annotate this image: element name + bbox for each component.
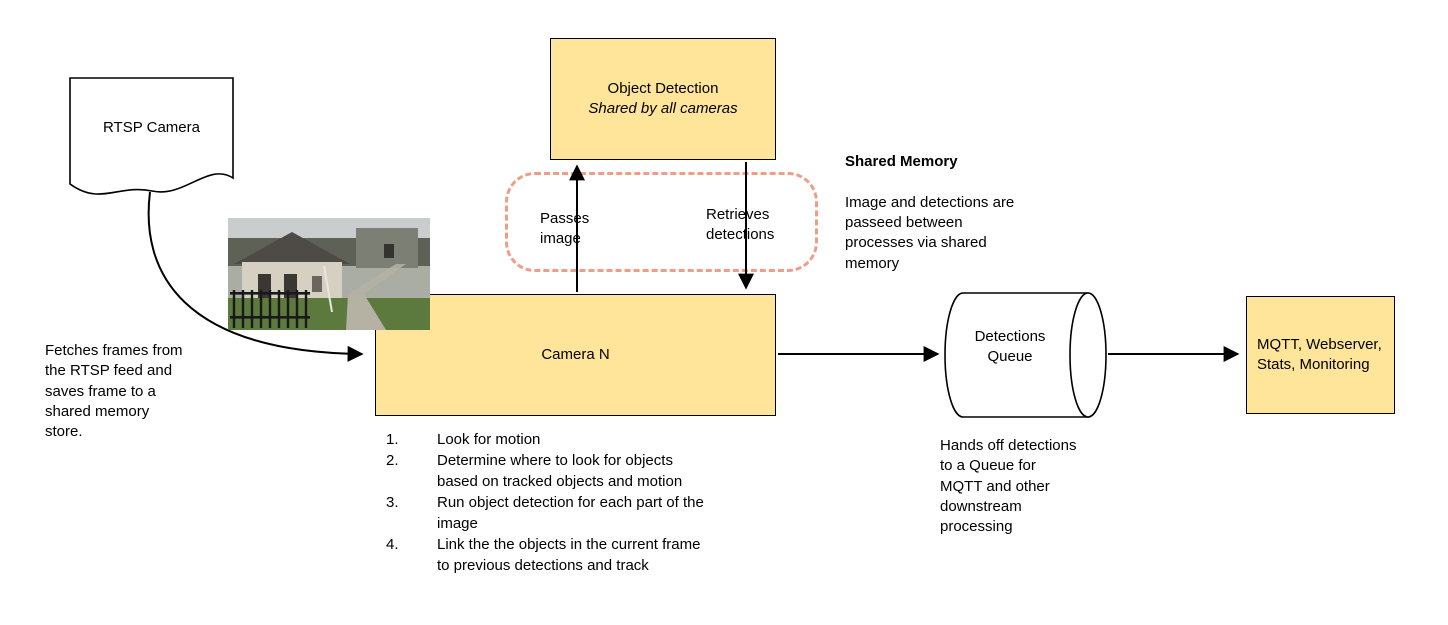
step-text: Determine where to look for objects base… bbox=[437, 452, 683, 490]
camera-snapshot-graphic bbox=[228, 218, 430, 330]
step-number: 2. bbox=[386, 452, 399, 469]
queue-handoff-note: Hands off detections to a Queue for MQTT… bbox=[940, 437, 1077, 535]
list-item: 1. Look for motion bbox=[386, 429, 786, 450]
object-detection-title: Object Detection bbox=[607, 79, 719, 97]
step-text: Look for motion bbox=[437, 431, 541, 448]
shared-memory-note: Shared Memory Image and detections are p… bbox=[845, 132, 1060, 294]
camera-snapshot-image bbox=[228, 218, 430, 330]
list-item: 2. Determine where to look for objects b… bbox=[386, 450, 786, 492]
shared-memory-note-title: Shared Memory bbox=[845, 153, 958, 171]
step-text: Link the the objects in the current fram… bbox=[437, 536, 701, 574]
camera-steps-list: 1. Look for motion 2. Determine where to… bbox=[386, 429, 786, 576]
step-number: 1. bbox=[386, 431, 399, 448]
arrow-rtsp-to-camera bbox=[147, 191, 364, 362]
rtsp-camera-label: RTSP Camera bbox=[103, 119, 200, 136]
camera-n-node: Camera N bbox=[375, 294, 776, 416]
fetch-frames-note: Fetches frames from the RTSP feed and sa… bbox=[45, 342, 183, 440]
outputs-node: MQTT, Webserver, Stats, Monitoring bbox=[1246, 296, 1395, 414]
step-text: Run object detection for each part of th… bbox=[437, 494, 704, 532]
object-detection-node: Object Detection Shared by all cameras bbox=[550, 38, 776, 160]
rtsp-camera-shape bbox=[69, 77, 234, 195]
shared-memory-note-body: Image and detections are passeed between… bbox=[845, 193, 1015, 272]
step-number: 4. bbox=[386, 536, 399, 553]
detections-queue-cylinder-body bbox=[944, 292, 1089, 418]
detections-queue-cylinder-cap bbox=[1069, 292, 1107, 418]
list-item: 3. Run object detection for each part of… bbox=[386, 492, 786, 534]
shared-memory-boundary bbox=[505, 172, 818, 272]
detections-queue-label: Detections Queue bbox=[974, 328, 1046, 366]
step-number: 3. bbox=[386, 494, 399, 511]
retrieves-detections-label: Retrieves detections bbox=[706, 206, 775, 244]
list-item: 4. Link the the objects in the current f… bbox=[386, 534, 786, 576]
camera-n-label: Camera N bbox=[541, 345, 610, 363]
object-detection-subtitle: Shared by all cameras bbox=[588, 100, 738, 117]
passes-image-label: Passes image bbox=[540, 210, 590, 248]
